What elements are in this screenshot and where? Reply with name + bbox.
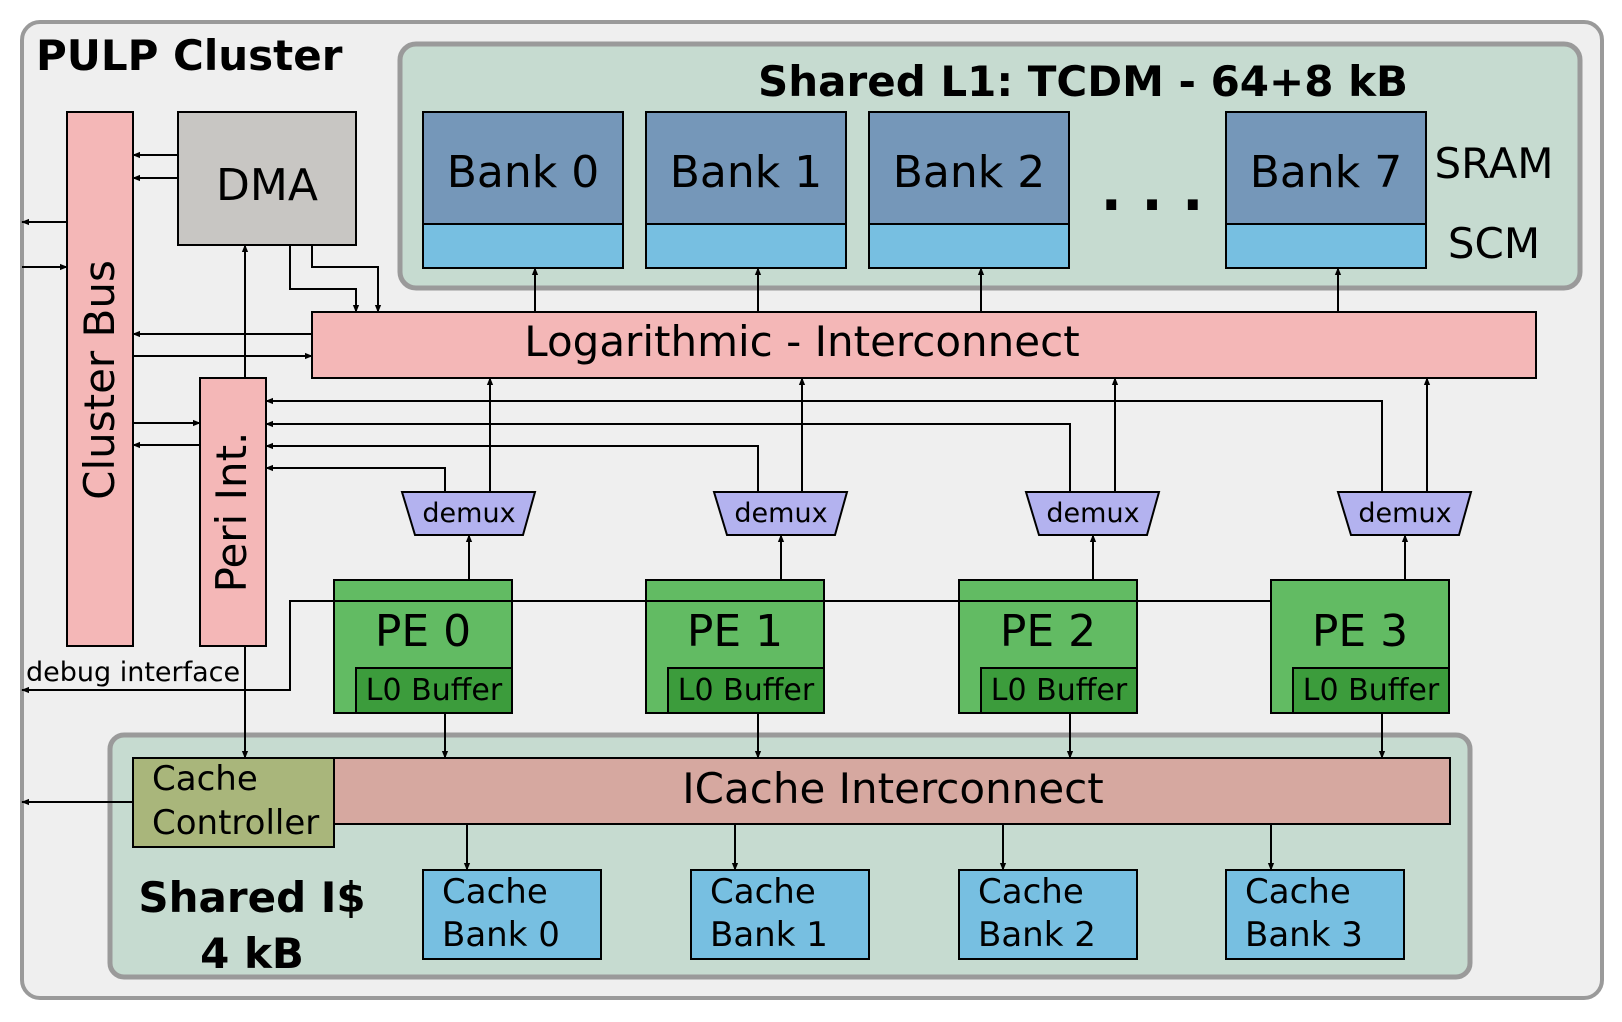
pe-group-1: demux PE 1 L0 Buffer [645, 491, 849, 714]
icache-title-line2: 4 kB [200, 929, 304, 978]
cache-bank-line1: Cache [1245, 872, 1351, 912]
cache-bank-3: Cache Bank 3 [1225, 869, 1405, 960]
l1-bank-label: Bank 1 [670, 147, 823, 198]
connections [21, 151, 1431, 871]
cache-bank-line2: Bank 0 [442, 915, 560, 955]
cluster-bus [66, 111, 134, 647]
l0-buffer [980, 667, 1138, 714]
l1-bank-label: Bank 0 [447, 147, 600, 198]
log-interconnect-label: Logarithmic - Interconnect [524, 317, 1079, 366]
cache-bank-0: Cache Bank 0 [422, 869, 602, 960]
l0-buffer-label: L0 Buffer [678, 673, 815, 708]
l0-buffer [667, 667, 825, 714]
l1-bank-0: Bank 0 [422, 111, 624, 269]
l0-buffer [355, 667, 513, 714]
cache-bank-line1: Cache [442, 872, 548, 912]
cache-bank-line2: Bank 2 [978, 915, 1096, 955]
l1-bank-label: Bank 2 [893, 147, 1046, 198]
cache-bank-line2: Bank 3 [1245, 915, 1363, 955]
peri-int [199, 377, 267, 647]
cache-bank-2: Cache Bank 2 [958, 869, 1138, 960]
dma-label: DMA [216, 160, 318, 211]
pe-label: PE 2 [1000, 606, 1096, 657]
l0-buffer [1292, 667, 1450, 714]
l0-buffer-label: L0 Buffer [991, 673, 1128, 708]
l0-buffer-label: L0 Buffer [1303, 673, 1440, 708]
cache-bank-line1: Cache [710, 872, 816, 912]
l1-title: Shared L1: TCDM - 64+8 kB [758, 57, 1408, 106]
debug-interface-label: debug interface [26, 657, 240, 688]
cache-bank-1: Cache Bank 1 [690, 869, 870, 960]
log-interconnect [311, 311, 1537, 379]
l1-bank-label: Bank 7 [1250, 147, 1403, 198]
pe-group-0: demux PE 0 L0 Buffer [333, 491, 537, 714]
l1-ellipsis: . . . [1101, 159, 1204, 224]
cache-bank-line2: Bank 1 [710, 915, 828, 955]
cluster-bus-label: Cluster Bus [75, 260, 124, 500]
scm-label: SCM [1448, 219, 1540, 268]
cluster-title: PULP Cluster [36, 31, 343, 80]
cache-bank-line1: Cache [978, 872, 1084, 912]
l1-bank-7: Bank 7 [1225, 111, 1427, 269]
icache-title-line1: Shared I$ [138, 873, 365, 922]
demux-label: demux [734, 498, 827, 529]
cache-controller-line1: Cache [152, 759, 258, 799]
pe-label: PE 3 [1312, 606, 1408, 657]
pe-label: PE 1 [687, 606, 783, 657]
icache-interconnect-label: ICache Interconnect [682, 764, 1103, 813]
cache-controller-line2: Controller [152, 803, 319, 843]
pe-group-3: demux PE 3 L0 Buffer [1270, 491, 1473, 714]
dma-box [177, 111, 357, 246]
pe-group-2: demux PE 2 L0 Buffer [958, 491, 1161, 714]
l1-bank-2: Bank 2 [868, 111, 1070, 269]
l1-bank-1: Bank 1 [645, 111, 847, 269]
cache-controller [132, 757, 335, 848]
sram-label: SRAM [1434, 139, 1553, 188]
demux-label: demux [422, 498, 515, 529]
demux-label: demux [1358, 498, 1451, 529]
peri-int-label: Peri Int. [207, 432, 256, 593]
l0-buffer-label: L0 Buffer [366, 673, 503, 708]
demux-label: demux [1046, 498, 1139, 529]
pe-label: PE 0 [375, 606, 471, 657]
